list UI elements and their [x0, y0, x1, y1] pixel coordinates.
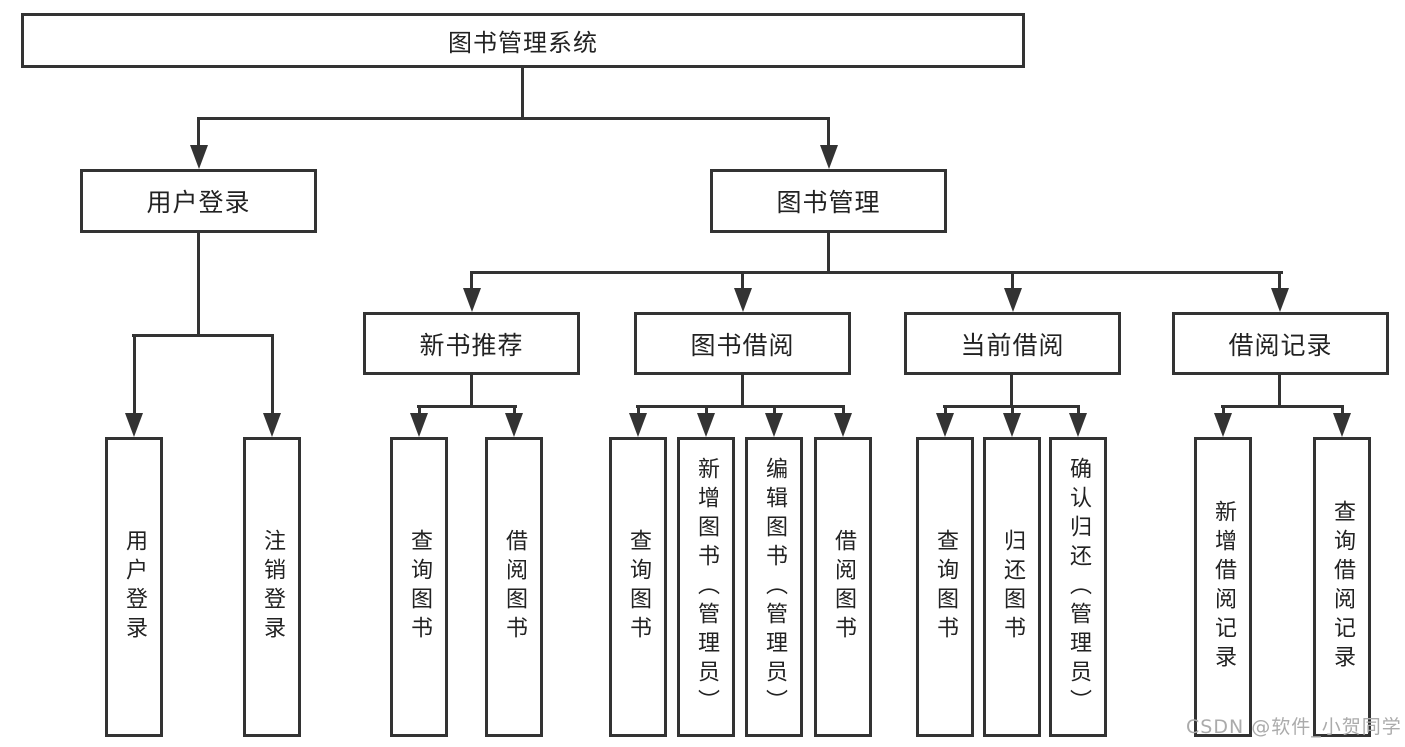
leaf-borrow-books-new: 借阅图书 — [485, 437, 543, 737]
arrowhead — [1214, 413, 1232, 437]
connector-stem-leaf — [417, 405, 421, 417]
connector-stem-leaf — [704, 405, 708, 417]
leaf-add-borrow-record-label: 新增借阅记录 — [1211, 500, 1236, 674]
connector-level2-horizontal — [197, 117, 830, 120]
node-book-borrow: 图书借阅 — [634, 312, 851, 375]
node-borrow-records-label: 借阅记录 — [1228, 330, 1333, 360]
connector-level3-horizontal — [470, 271, 1283, 274]
connector-root-vertical — [521, 68, 524, 118]
leaf-query-books-new-label: 查询图书 — [407, 529, 432, 645]
leaf-borrow-books-borrow: 借阅图书 — [814, 437, 872, 737]
arrowhead — [410, 413, 428, 437]
csdn-watermark: CSDN @软件_小贺同学 — [1186, 716, 1402, 738]
leaf-return-books-label: 归还图书 — [1000, 529, 1025, 645]
connector-stem-leaf — [1010, 405, 1014, 417]
leaf-add-books-admin: 新增图书（管理员） — [677, 437, 735, 737]
leaf-borrow-books-new-label: 借阅图书 — [502, 529, 527, 645]
connector-stem-new-books — [470, 271, 473, 291]
arrowhead — [765, 413, 783, 437]
connector-stem-user-login — [197, 117, 200, 147]
connector-stem-leaf — [512, 405, 516, 417]
leaf-return-books: 归还图书 — [983, 437, 1041, 737]
connector-stem-leaf — [1340, 405, 1344, 417]
connector-user-login-vertical — [197, 233, 200, 337]
node-root-label: 图书管理系统 — [448, 29, 598, 57]
leaf-add-borrow-record: 新增借阅记录 — [1194, 437, 1252, 737]
leaf-logout: 注销登录 — [243, 437, 301, 737]
node-book-borrow-label: 图书借阅 — [690, 330, 795, 360]
arrowhead — [1003, 413, 1021, 437]
connector-stem-current-borrow — [1011, 271, 1014, 291]
leaf-logout-label: 注销登录 — [260, 529, 285, 645]
connector-borrow-records-vertical — [1278, 375, 1281, 407]
leaf-query-books-current: 查询图书 — [916, 437, 974, 737]
connector-current-borrow-vertical — [1010, 375, 1013, 407]
arrowhead — [834, 413, 852, 437]
connector-stem-book-mgmt — [827, 117, 830, 147]
arrowhead — [936, 413, 954, 437]
arrowhead — [1003, 288, 1022, 312]
connector-stem-leaf — [1076, 405, 1080, 417]
connector-stem-leaf — [943, 405, 947, 417]
connector-borrow-records-horizontal — [1221, 405, 1344, 408]
arrowhead — [1069, 413, 1087, 437]
connector-new-books-vertical — [470, 375, 473, 407]
leaf-query-borrow-record-label: 查询借阅记录 — [1330, 500, 1355, 674]
connector-stem-book-borrow — [741, 271, 744, 291]
leaf-confirm-return-admin: 确认归还（管理员） — [1049, 437, 1107, 737]
connector-user-login-horizontal — [132, 334, 274, 337]
arrowhead — [505, 413, 523, 437]
leaf-edit-books-admin: 编辑图书（管理员） — [745, 437, 803, 737]
arrowhead — [190, 145, 208, 169]
leaf-borrow-books-borrow-label: 借阅图书 — [831, 529, 856, 645]
node-root: 图书管理系统 — [21, 13, 1025, 68]
leaf-add-books-admin-label: 新增图书（管理员） — [694, 456, 719, 718]
leaf-edit-books-admin-label: 编辑图书（管理员） — [762, 456, 787, 718]
arrowhead — [820, 145, 838, 169]
arrowhead — [733, 288, 752, 312]
leaf-query-books-new: 查询图书 — [390, 437, 448, 737]
leaf-query-books-current-label: 查询图书 — [933, 529, 958, 645]
connector-book-borrow-vertical — [741, 375, 744, 407]
node-book-mgmt: 图书管理 — [710, 169, 947, 233]
arrowhead — [125, 413, 143, 437]
leaf-query-borrow-record: 查询借阅记录 — [1313, 437, 1371, 737]
connector-stem-leaf — [772, 405, 776, 417]
connector-book-borrow-horizontal — [636, 405, 845, 408]
connector-stem-leaf — [132, 334, 136, 416]
leaf-query-books-borrow-label: 查询图书 — [626, 529, 651, 645]
node-current-borrow-label: 当前借阅 — [960, 330, 1065, 360]
leaf-confirm-return-admin-label: 确认归还（管理员） — [1066, 456, 1091, 718]
connector-stem-leaf — [1221, 405, 1225, 417]
node-current-borrow: 当前借阅 — [904, 312, 1121, 375]
connector-stem-leaf — [270, 334, 274, 416]
node-borrow-records: 借阅记录 — [1172, 312, 1389, 375]
node-user-login-label: 用户登录 — [146, 188, 251, 217]
arrowhead — [1333, 413, 1351, 437]
arrowhead — [629, 413, 647, 437]
leaf-user-login-label: 用户登录 — [122, 529, 147, 645]
connector-new-books-horizontal — [417, 405, 517, 408]
arrowhead — [462, 288, 481, 312]
leaf-query-books-borrow: 查询图书 — [609, 437, 667, 737]
connector-stem-borrow-records — [1278, 271, 1281, 291]
arrowhead — [1270, 288, 1289, 312]
arrowhead — [697, 413, 715, 437]
node-book-mgmt-label: 图书管理 — [776, 188, 881, 217]
node-user-login: 用户登录 — [80, 169, 317, 233]
node-new-books-label: 新书推荐 — [419, 330, 524, 360]
leaf-user-login: 用户登录 — [105, 437, 163, 737]
connector-book-mgmt-vertical — [827, 233, 830, 273]
node-new-books: 新书推荐 — [363, 312, 580, 375]
connector-stem-leaf — [636, 405, 640, 417]
connector-stem-leaf — [841, 405, 845, 417]
arrowhead — [263, 413, 281, 437]
